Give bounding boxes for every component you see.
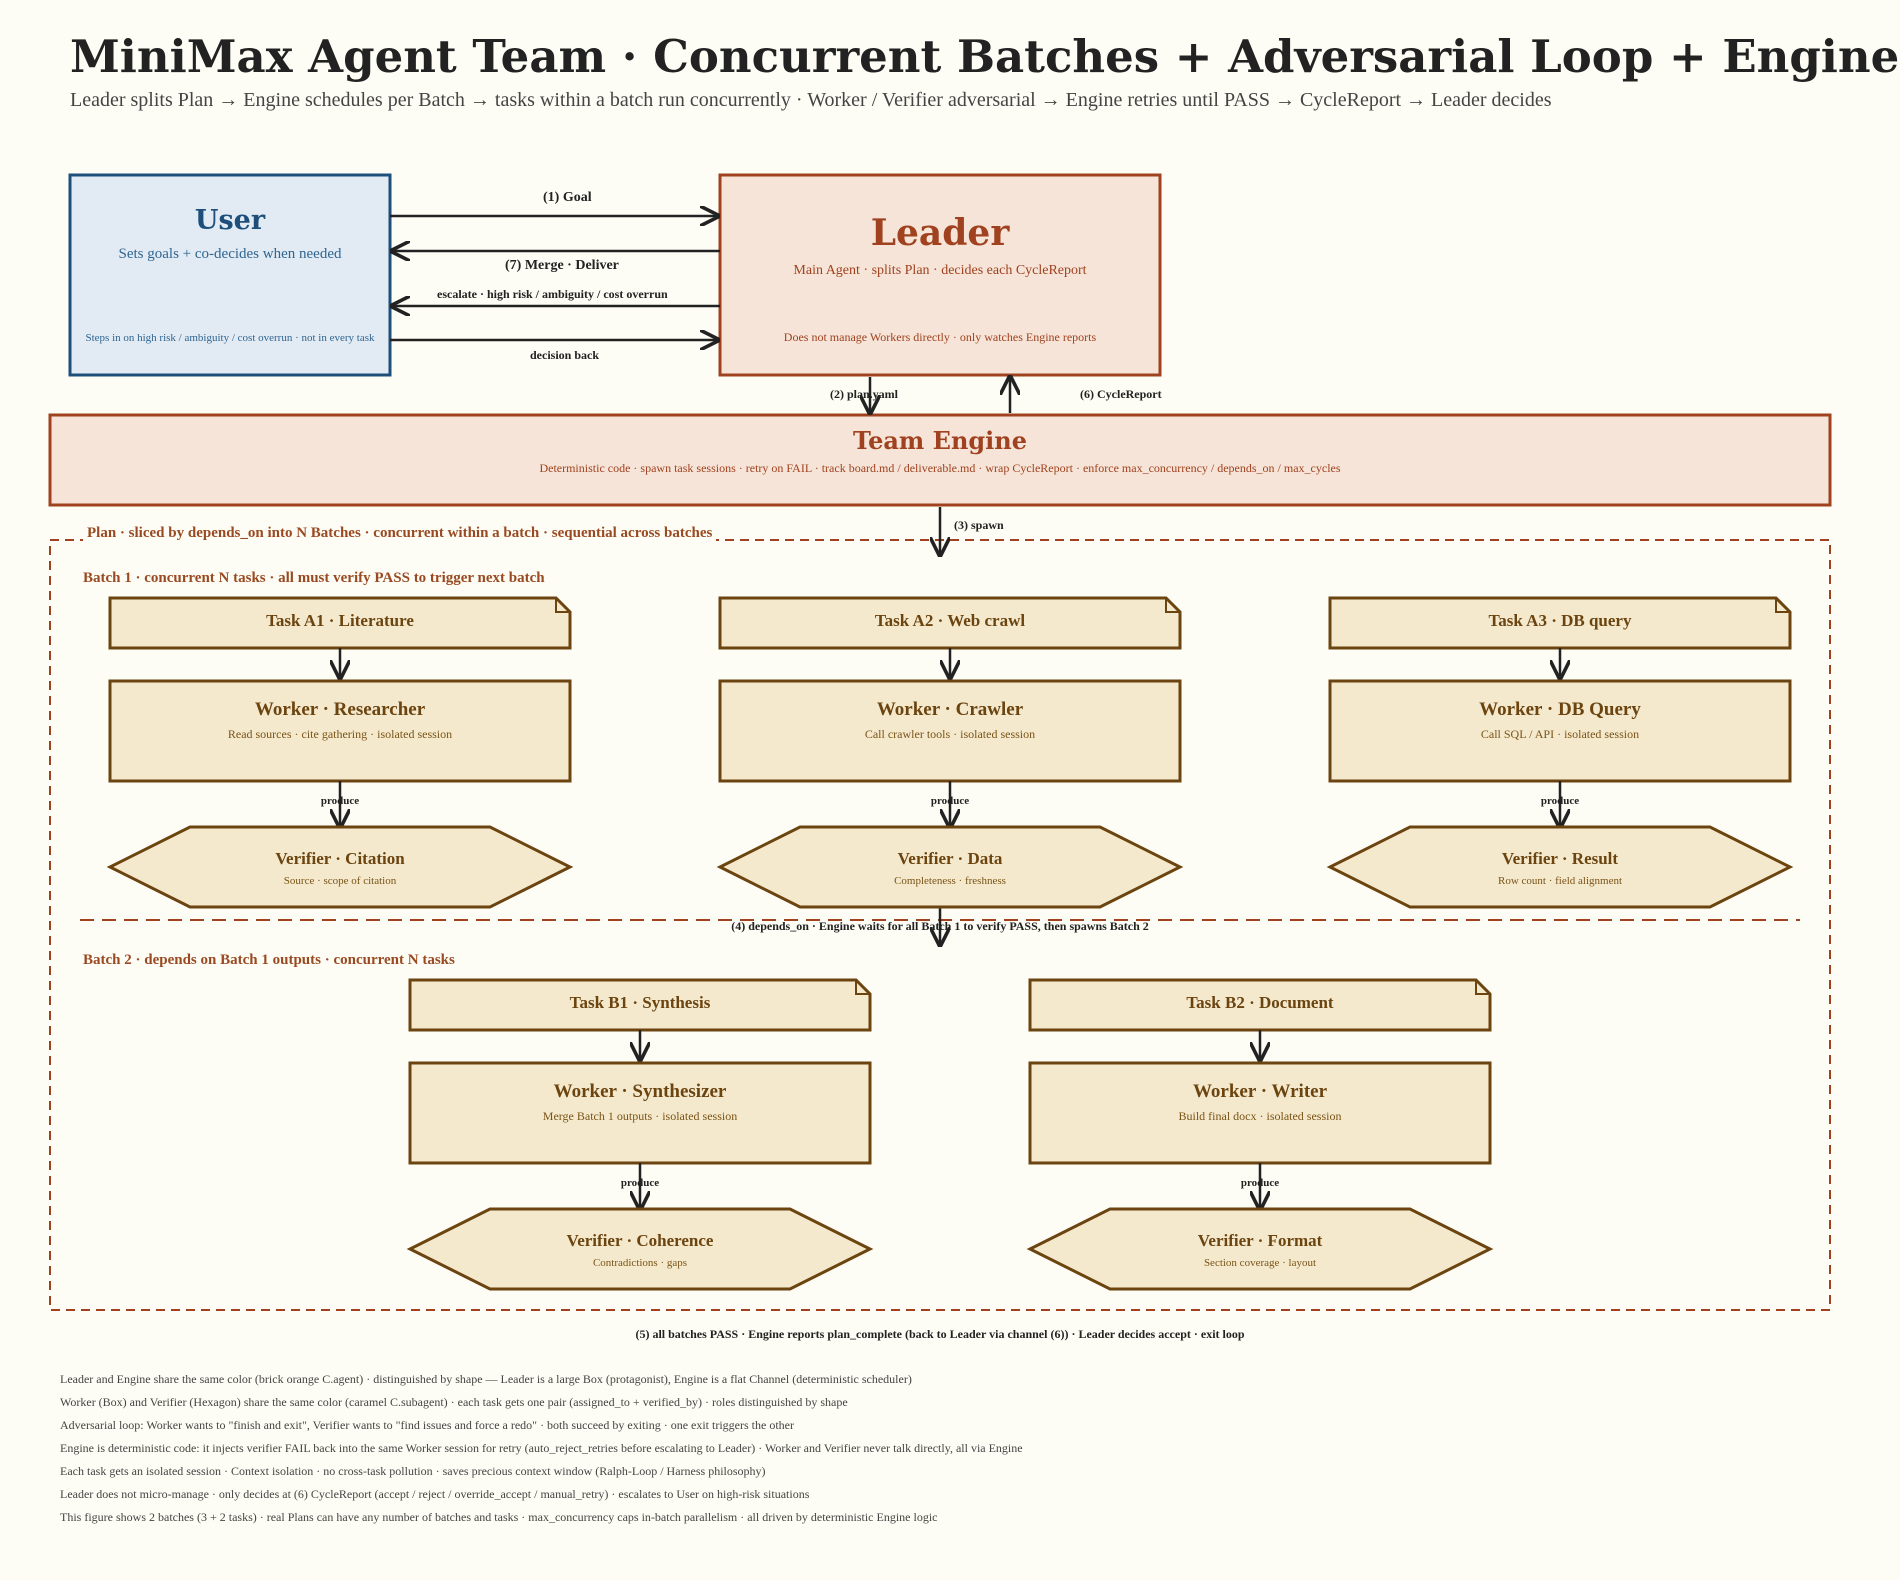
label-spawn: (3) spawn — [954, 518, 1004, 532]
engine-title: Team Engine — [852, 426, 1028, 455]
worker-subtitle: Call crawler tools · isolated session — [864, 727, 1036, 741]
verifier-subtitle: Contradictions · gaps — [592, 1257, 688, 1269]
worker-title: Worker · DB Query — [1479, 699, 1641, 720]
verifier-title: Verifier · Format — [1197, 1231, 1323, 1250]
footnote: Each task gets an isolated session · Con… — [60, 1464, 766, 1478]
label-merge: (7) Merge · Deliver — [505, 258, 619, 273]
verifier-title: Verifier · Result — [1501, 849, 1619, 868]
label-all-pass: (5) all batches PASS · Engine reports pl… — [635, 1327, 1245, 1341]
footnote: Leader and Engine share the same color (… — [60, 1372, 912, 1386]
worker-title: Worker · Crawler — [876, 699, 1024, 720]
verifier-subtitle: Source · scope of citation — [283, 875, 397, 887]
user-subtitle: Sets goals + co-decides when needed — [118, 246, 342, 262]
page-title: MiniMax Agent Team · Concurrent Batches … — [70, 30, 1900, 83]
verifier-hexagon — [106, 825, 574, 909]
label-depends-on: (4) depends_on · Engine waits for all Ba… — [731, 919, 1149, 933]
task-card — [108, 596, 572, 650]
worker-box — [108, 679, 572, 783]
user-note: Steps in on high risk / ambiguity / cost… — [85, 332, 375, 344]
produce-label: produce — [1240, 1177, 1280, 1189]
batch1-label: Batch 1 · concurrent N tasks · all must … — [83, 570, 545, 586]
worker-subtitle: Read sources · cite gathering · isolated… — [227, 727, 453, 741]
task-title: Task A3 · DB query — [1488, 611, 1632, 630]
task-card-fold — [855, 980, 870, 995]
task-card-fold — [1775, 598, 1790, 613]
verifier-title: Verifier · Data — [897, 849, 1003, 868]
footnote: Adversarial loop: Worker wants to "finis… — [60, 1418, 794, 1432]
task-card-fold — [555, 598, 570, 613]
task-title: Task A1 · Literature — [266, 611, 414, 630]
worker-title: Worker · Synthesizer — [553, 1081, 727, 1102]
task-card — [718, 596, 1182, 650]
leader-box — [718, 173, 1162, 377]
label-goal: (1) Goal — [543, 190, 592, 205]
footnote: Worker (Box) and Verifier (Hexagon) shar… — [60, 1395, 848, 1409]
page-subtitle: Leader splits Plan → Engine schedules pe… — [70, 89, 1552, 111]
batch2-label: Batch 2 · depends on Batch 1 outputs · c… — [83, 952, 455, 968]
verifier-subtitle: Section coverage · layout — [1203, 1257, 1317, 1269]
footnote: Engine is deterministic code: it injects… — [60, 1441, 1023, 1455]
verifier-hexagon — [716, 825, 1184, 909]
produce-label: produce — [930, 795, 970, 807]
footnote: Leader does not micro-manage · only deci… — [60, 1487, 810, 1501]
worker-subtitle: Build final docx · isolated session — [1178, 1109, 1342, 1123]
verifier-title: Verifier · Citation — [275, 849, 405, 868]
task-card — [408, 978, 872, 1032]
task-card-fold — [1165, 598, 1180, 613]
produce-label: produce — [320, 795, 360, 807]
leader-note: Does not manage Workers directly · only … — [783, 330, 1097, 344]
verifier-title: Verifier · Coherence — [566, 1231, 714, 1250]
task-card — [1028, 978, 1492, 1032]
engine-channel — [48, 413, 1832, 507]
worker-title: Worker · Writer — [1192, 1081, 1328, 1102]
user-box — [68, 173, 392, 377]
verifier-hexagon — [1326, 825, 1794, 909]
produce-label: produce — [620, 1177, 660, 1189]
label-cycle-report: (6) CycleReport — [1080, 387, 1162, 401]
produce-label: produce — [1540, 795, 1580, 807]
worker-subtitle: Call SQL / API · isolated session — [1480, 727, 1640, 741]
label-escalate: escalate · high risk / ambiguity / cost … — [437, 287, 668, 301]
worker-box — [1028, 1061, 1492, 1165]
worker-subtitle: Merge Batch 1 outputs · isolated session — [542, 1109, 738, 1123]
task-title: Task B1 · Synthesis — [569, 993, 711, 1012]
leader-title: Leader — [870, 212, 1010, 254]
verifier-subtitle: Row count · field alignment — [1497, 875, 1623, 887]
worker-title: Worker · Researcher — [254, 699, 426, 720]
task-title: Task B2 · Document — [1186, 993, 1334, 1012]
task-card — [1328, 596, 1792, 650]
verifier-subtitle: Completeness · freshness — [894, 875, 1006, 887]
verifier-hexagon — [1026, 1207, 1494, 1291]
task-title: Task A2 · Web crawl — [874, 611, 1026, 630]
verifier-hexagon — [406, 1207, 874, 1291]
user-title: User — [194, 205, 266, 236]
engine-subtitle: Deterministic code · spawn task sessions… — [539, 461, 1341, 475]
label-decision-back: decision back — [530, 348, 600, 362]
label-plan-yaml: (2) plan.yaml — [830, 387, 899, 401]
leader-subtitle: Main Agent · splits Plan · decides each … — [793, 263, 1087, 278]
plan-label: Plan · sliced by depends_on into N Batch… — [83, 525, 717, 542]
footnote: This figure shows 2 batches (3 + 2 tasks… — [60, 1510, 938, 1524]
task-card-fold — [1475, 980, 1490, 995]
